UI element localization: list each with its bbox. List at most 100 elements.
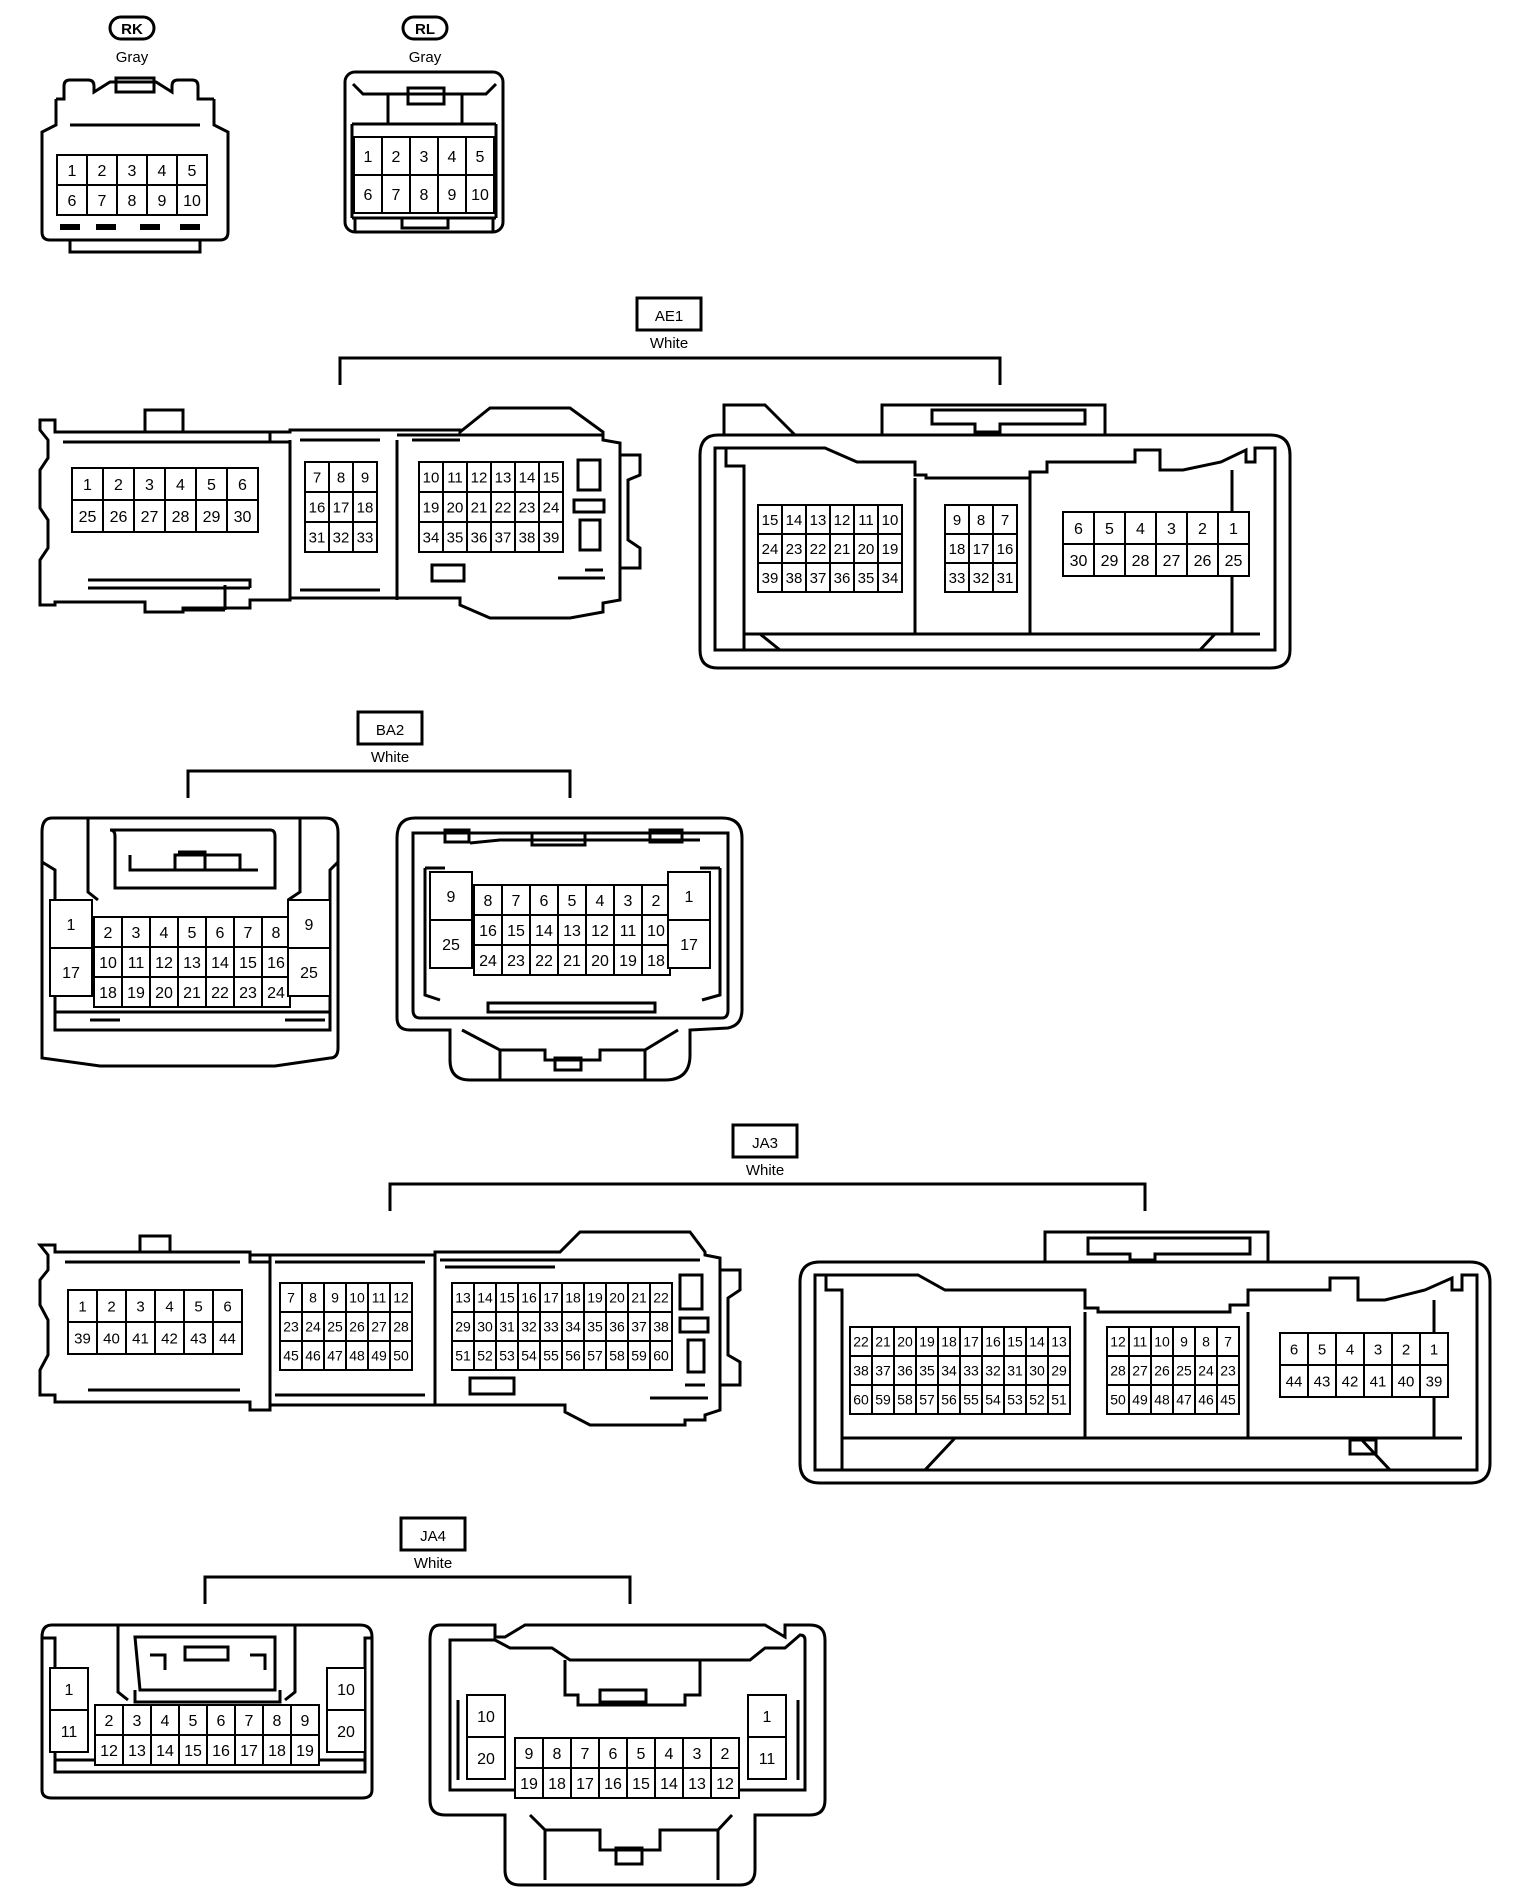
pin-ja3-r-49: 49	[1128, 1384, 1152, 1415]
pin-ja3-r-38: 38	[849, 1355, 873, 1386]
pin-label: 56	[941, 1392, 957, 1408]
pin-ja3-l-1: 1	[67, 1289, 98, 1323]
pin-label: 17	[333, 499, 350, 516]
pin-label: 20	[477, 1751, 495, 1768]
pin-label: 43	[1314, 1373, 1331, 1390]
pin-ja3-l-60: 60	[649, 1340, 673, 1371]
pin-rk-1: 1	[56, 154, 88, 186]
pin-label: 7	[1001, 512, 1009, 529]
pin-ja3-l-46: 46	[301, 1340, 325, 1371]
pin-label: 6	[216, 925, 225, 942]
pin-ja4-r-10: 10	[466, 1694, 506, 1738]
pin-ja4-r-2: 2	[710, 1737, 740, 1769]
connector-rl-color: Gray	[409, 49, 442, 66]
pin-ja3-r-28: 28	[1106, 1355, 1130, 1386]
pin-ae1-l-16: 16	[304, 491, 330, 523]
pin-ba2-r-14: 14	[529, 914, 559, 946]
pin-label: 17	[240, 1743, 258, 1760]
connector-ja3-code: JA3	[752, 1135, 778, 1152]
pin-ae1-l-9: 9	[352, 461, 378, 493]
pin-label: 25	[1176, 1363, 1192, 1379]
pin-ba2-l-16: 16	[261, 946, 291, 978]
pin-label: 36	[609, 1319, 625, 1335]
pin-ja3-r-16: 16	[981, 1326, 1005, 1357]
pin-label: 7	[244, 925, 253, 942]
pin-label: 17	[963, 1334, 979, 1350]
pin-label: 11	[620, 923, 637, 940]
pin-ja3-l-12: 12	[389, 1282, 413, 1313]
pin-label: 41	[1370, 1373, 1387, 1390]
pin-ae1-r-33: 33	[944, 562, 970, 593]
pin-label: 35	[919, 1363, 935, 1379]
pin-ae1-r-5: 5	[1093, 511, 1126, 545]
pin-ja3-l-52: 52	[473, 1340, 497, 1371]
pin-label: 11	[759, 1751, 776, 1768]
pin-ae1-r-3: 3	[1155, 511, 1188, 545]
pin-ja4-l-7: 7	[234, 1704, 264, 1736]
pin-label: 20	[591, 953, 609, 970]
pin-label: 1	[68, 163, 77, 180]
pin-ae1-r-27: 27	[1155, 543, 1188, 577]
pin-label: 1	[1229, 521, 1238, 538]
pin-label: 24	[762, 541, 779, 558]
ae1-left-housing	[38, 406, 642, 620]
pin-label: 52	[1029, 1392, 1045, 1408]
pin-label: 7	[98, 193, 107, 210]
pin-ja3-r-43: 43	[1307, 1364, 1337, 1398]
pin-ja4-l-11: 11	[49, 1709, 89, 1753]
pin-label: 27	[371, 1319, 387, 1335]
pin-label: 58	[897, 1392, 913, 1408]
pin-ja3-l-57: 57	[583, 1340, 607, 1371]
pin-label: 41	[132, 1330, 149, 1347]
pin-ba2-r-3: 3	[613, 884, 643, 916]
pin-label: 33	[963, 1363, 979, 1379]
pin-ae1-r-29: 29	[1093, 543, 1126, 577]
pin-rl-1: 1	[353, 136, 383, 176]
pin-label: 8	[420, 187, 429, 204]
pin-rl-2: 2	[381, 136, 411, 176]
pin-label: 9	[331, 1290, 339, 1306]
pin-label: 4	[160, 925, 169, 942]
pin-ba2-l-20: 20	[149, 976, 179, 1008]
pin-label: 27	[1163, 553, 1181, 570]
pin-ja3-l-6: 6	[212, 1289, 243, 1323]
pin-label: 3	[624, 893, 633, 910]
pin-ae1-l-14: 14	[514, 461, 540, 493]
pin-ja3-r-58: 58	[893, 1384, 917, 1415]
connector-ja3-bracket	[388, 1182, 1147, 1211]
connector-ae1-bracket	[338, 356, 1002, 385]
pin-label: 19	[520, 1776, 538, 1793]
pin-label: 42	[1342, 1373, 1359, 1390]
pin-label: 1	[1430, 1341, 1438, 1358]
pin-ae1-r-31: 31	[992, 562, 1018, 593]
pin-label: 31	[309, 529, 326, 546]
pin-label: 43	[190, 1330, 207, 1347]
pin-ae1-l-5: 5	[195, 467, 228, 501]
pin-ja3-l-49: 49	[367, 1340, 391, 1371]
pin-label: 18	[949, 541, 966, 558]
pin-label: 8	[128, 193, 137, 210]
pin-label: 14	[660, 1776, 678, 1793]
pin-label: 54	[985, 1392, 1001, 1408]
pin-ae1-l-12: 12	[466, 461, 492, 493]
pin-label: 5	[568, 893, 577, 910]
pin-rl-3: 3	[409, 136, 439, 176]
pin-ja3-l-24: 24	[301, 1311, 325, 1342]
pin-label: 15	[632, 1776, 650, 1793]
pin-ja3-l-42: 42	[154, 1321, 185, 1355]
pin-label: 19	[296, 1743, 314, 1760]
pin-ba2-r-22: 22	[529, 944, 559, 976]
pin-label: 36	[897, 1363, 913, 1379]
pin-label: 31	[1007, 1363, 1023, 1379]
pin-label: 59	[631, 1348, 647, 1364]
pin-label: 16	[521, 1290, 537, 1306]
pin-ba2-r-5: 5	[557, 884, 587, 916]
pin-ja3-r-40: 40	[1391, 1364, 1421, 1398]
pin-label: 10	[183, 193, 201, 210]
pin-label: 9	[305, 917, 314, 934]
pin-ja3-l-54: 54	[517, 1340, 541, 1371]
